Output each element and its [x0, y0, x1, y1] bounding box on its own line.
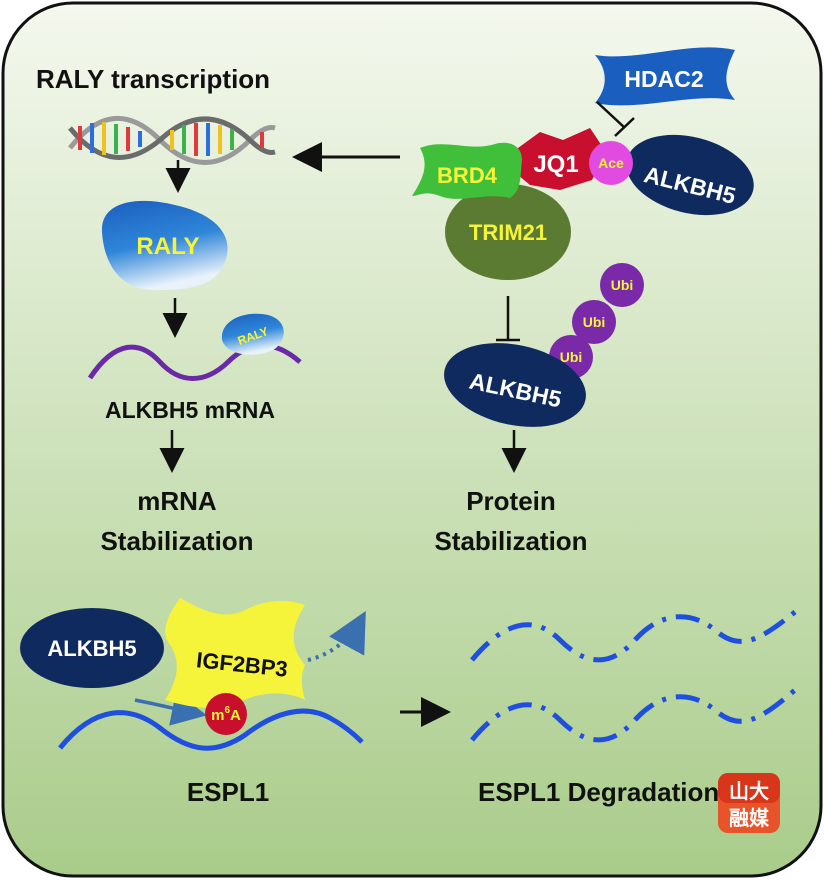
alkbh5-bottom-shape [20, 608, 164, 688]
igf2bp3-shape [165, 598, 305, 708]
trim21-shape [445, 184, 571, 280]
hdac2-label: HDAC2 [624, 66, 703, 92]
protein-stabilization-line1: Protein [466, 486, 556, 516]
logo-text-line1: 山大 [729, 780, 769, 803]
ubi-circle-1 [600, 263, 644, 307]
curved-arrow-icon [134, 691, 207, 726]
espl1-mrna-strand [58, 708, 364, 751]
raly-protein-shape [101, 200, 228, 291]
ace-shape [589, 141, 633, 185]
logo-text-line2: 融媒 [729, 807, 770, 830]
degraded-fragments-1 [470, 610, 797, 663]
alkbh5-bottom-label: ALKBH5 [47, 636, 136, 661]
ubi-label-2: Ubi [583, 314, 606, 330]
ubi-label-1: Ubi [611, 277, 634, 293]
dotted-arrow-icon [307, 610, 366, 662]
inhibition-icon [596, 101, 635, 137]
espl1-label: ESPL1 [187, 777, 269, 807]
brd4-shape [412, 142, 522, 199]
raly-protein-label: RALY [136, 233, 199, 260]
jq1-shape [512, 128, 606, 190]
ace-label: Ace [598, 155, 624, 171]
alkbh5-mid-shape [444, 343, 586, 427]
ubi-circle-2 [572, 300, 616, 344]
mrna-stabilization-line2: Stabilization [100, 526, 253, 556]
degraded-fragments-2 [470, 688, 797, 743]
mrna-stabilization-line1: mRNA [137, 486, 217, 516]
trim21-label: TRIM21 [469, 220, 547, 245]
title-raly-transcription: RALY transcription [36, 64, 270, 94]
alkbh5-top-shape [626, 134, 754, 216]
jq1-label: JQ1 [533, 151, 578, 178]
espl1-degradation-label: ESPL1 Degradation [478, 777, 719, 807]
dna-helix-icon [68, 115, 276, 165]
alkbh5-mrna-label: ALKBH5 mRNA [105, 397, 275, 423]
ubi-label-3: Ubi [560, 349, 583, 365]
raly-small-shape [221, 313, 284, 355]
brd4-label: BRD4 [437, 163, 498, 188]
inhibition-icon [496, 296, 520, 342]
protein-stabilization-line2: Stabilization [434, 526, 587, 556]
hdac2-shape [595, 47, 735, 106]
m6a-label: m6A [211, 705, 241, 724]
logo-badge-icon: 山大 融媒 [718, 773, 780, 833]
m6a-circle [205, 693, 247, 735]
